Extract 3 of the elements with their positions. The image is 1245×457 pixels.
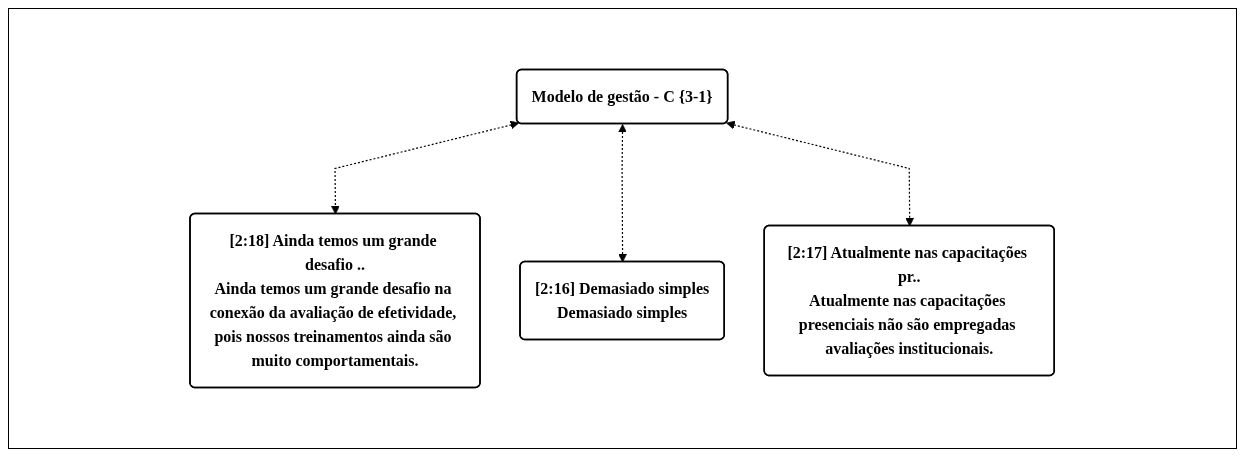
arrow — [726, 120, 915, 227]
arrow — [331, 120, 520, 215]
arrow — [618, 124, 628, 263]
